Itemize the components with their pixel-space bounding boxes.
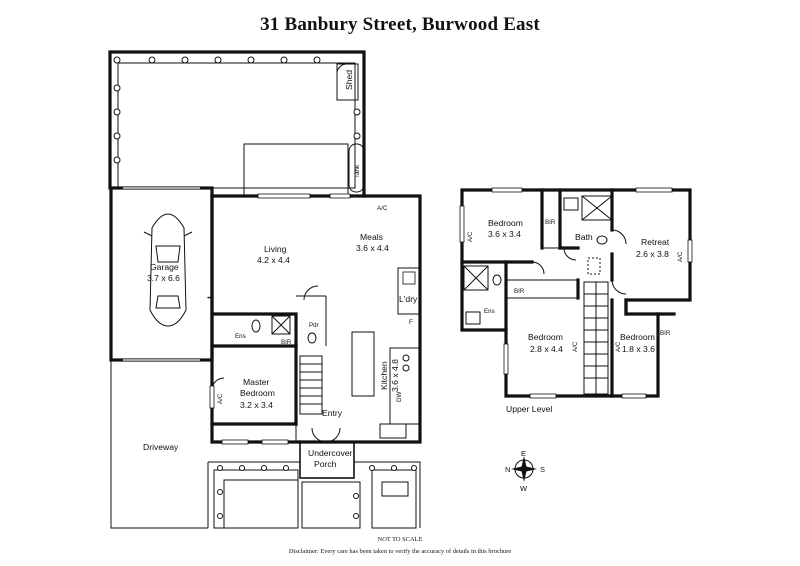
porch-label-1: Undercover <box>308 448 353 458</box>
upper-bedroom-1-name: Bedroom <box>488 218 523 228</box>
living-size: 4.2 x 4.4 <box>257 255 290 265</box>
disclaimer: Disclaimer: Every care has been taken to… <box>288 548 512 555</box>
upper-bedroom-2-size: 2.8 x 4.4 <box>530 344 563 354</box>
upper-bedroom-3-name: Bedroom <box>620 332 655 342</box>
upper-ac-label-2: A/C <box>677 251 684 262</box>
shed-label: Shed <box>344 70 354 90</box>
kitchen-name: Kitchen <box>379 361 389 390</box>
compass-s: S <box>540 465 545 474</box>
driveway-label: Driveway <box>143 442 179 452</box>
garage: Garage 3.7 x 6.6 → <box>109 186 216 362</box>
upper-level-label: Upper Level <box>506 404 552 414</box>
compass-e: E <box>521 449 526 458</box>
stairs <box>299 355 323 415</box>
living-name: Living <box>264 244 287 254</box>
floorplan-title: 31 Banbury Street, Burwood East <box>260 14 540 35</box>
upper-bedroom-1-size: 3.6 x 3.4 <box>488 229 521 239</box>
upper-ac-label-3: A/C <box>572 341 579 352</box>
backyard-fence <box>108 50 366 198</box>
bir-label: BIR <box>281 339 292 346</box>
upper-ac-label-1: A/C <box>467 231 474 242</box>
ac-label-meals: A/C <box>377 205 388 212</box>
upper-ac-label-4: A/C <box>615 341 622 352</box>
dishwasher-label: DW <box>396 392 403 402</box>
ground-floor-walls <box>209 193 422 445</box>
compass-icon: E S W N <box>505 449 545 493</box>
powder-label: Pdr <box>309 322 319 329</box>
master-size: 3.2 x 3.4 <box>240 400 273 410</box>
front-garden <box>207 461 421 529</box>
entry-label: Entry <box>322 408 343 418</box>
ac-label-master: A/C <box>217 393 224 404</box>
scale-note: NOT TO SCALE <box>377 536 423 543</box>
upper-bath-label: Bath <box>575 232 593 242</box>
upper-retreat-size: 2.6 x 3.8 <box>636 249 669 259</box>
upper-retreat-name: Retreat <box>641 237 670 247</box>
compass-n: N <box>505 465 510 474</box>
upper-floor-walls <box>459 187 693 399</box>
meals-name: Meals <box>360 232 383 242</box>
fence-posts <box>113 56 361 164</box>
upper-bir-label-2: BIR <box>514 288 525 295</box>
tank-label: Tank <box>354 164 361 178</box>
upper-bir-label-3: BIR <box>660 330 671 337</box>
laundry-label: L'dry <box>399 294 418 304</box>
upper-bedroom-2-name: Bedroom <box>528 332 563 342</box>
car-icon <box>143 213 193 327</box>
ensuite-label: Ens <box>235 333 246 340</box>
upper-stairs <box>583 281 609 395</box>
upper-bedroom-3-size: 1.8 x 3.6 <box>622 344 655 354</box>
master-name: Master <box>243 377 269 387</box>
kitchen-size: 3.6 x 4.8 <box>390 359 400 392</box>
fridge-label: F <box>409 319 413 326</box>
garage-size: 3.7 x 6.6 <box>147 273 180 283</box>
driveway: Driveway <box>110 360 208 529</box>
compass-w: W <box>520 484 528 493</box>
meals-size: 3.6 x 4.4 <box>356 243 389 253</box>
upper-bir-label-1: BIR <box>545 219 556 226</box>
water-tank: Tank <box>348 143 365 193</box>
garage-name: Garage <box>150 262 179 272</box>
shed: Shed <box>336 63 359 101</box>
master-name-2: Bedroom <box>240 388 275 398</box>
porch: Undercover Porch <box>299 441 355 479</box>
porch-label-2: Porch <box>314 459 337 469</box>
upper-ensuite-label: Ens <box>484 308 495 315</box>
